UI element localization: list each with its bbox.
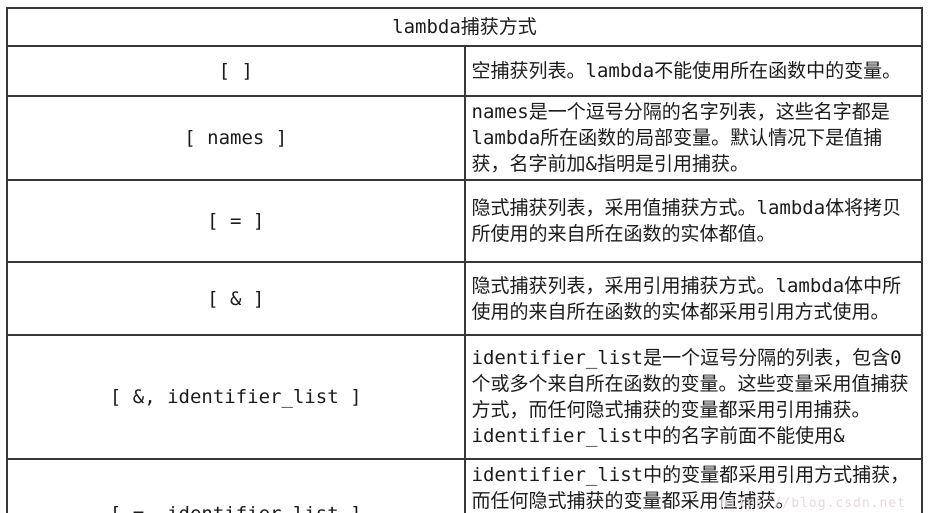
capture-syntax-cell: [ & ] xyxy=(6,261,466,336)
capture-description-cell: names是一个逗号分隔的名字列表，这些名字都是lambda所在函数的局部变量。… xyxy=(463,95,923,181)
csdn-watermark: https://blog.csdn.net xyxy=(720,496,906,511)
capture-syntax-cell: [ &, identifier_list ] xyxy=(6,334,466,460)
capture-syntax-cell: [ ] xyxy=(6,45,466,97)
table-row: [ = ] 隐式捕获列表，采用值捕获方式。lambda体将拷贝所使用的来自所在函… xyxy=(6,179,923,263)
capture-description-cell: identifier_list是一个逗号分隔的列表，包含0个或多个来自所在函数的… xyxy=(463,334,923,460)
capture-description-cell: 隐式捕获列表，采用值捕获方式。lambda体将拷贝所使用的来自所在函数的实体都值… xyxy=(463,179,923,263)
lambda-capture-table: lambda捕获方式 [ ] 空捕获列表。lambda不能使用所在函数中的变量。… xyxy=(6,7,923,513)
capture-description-cell: 空捕获列表。lambda不能使用所在函数中的变量。 xyxy=(463,45,923,97)
capture-description-cell: 隐式捕获列表，采用引用捕获方式。lambda体中所使用的来自所在函数的实体都采用… xyxy=(463,261,923,336)
capture-description-cell: identifier_list中的变量都采用引用方式捕获，而任何隐式捕获的变量都… xyxy=(463,458,923,513)
table-row: [ ] 空捕获列表。lambda不能使用所在函数中的变量。 xyxy=(6,45,923,97)
capture-syntax-cell: [ = ] xyxy=(6,179,466,263)
table-title: lambda捕获方式 xyxy=(6,7,923,47)
table-row: [ =, identifier_list ] identifier_list中的… xyxy=(6,458,923,513)
table-title-row: lambda捕获方式 xyxy=(6,7,923,47)
capture-syntax-cell: [ =, identifier_list ] xyxy=(6,458,466,513)
table-row: [ &, identifier_list ] identifier_list是一… xyxy=(6,334,923,460)
table-row: [ & ] 隐式捕获列表，采用引用捕获方式。lambda体中所使用的来自所在函数… xyxy=(6,261,923,336)
table-row: [ names ] names是一个逗号分隔的名字列表，这些名字都是lambda… xyxy=(6,95,923,181)
capture-syntax-cell: [ names ] xyxy=(6,95,466,181)
